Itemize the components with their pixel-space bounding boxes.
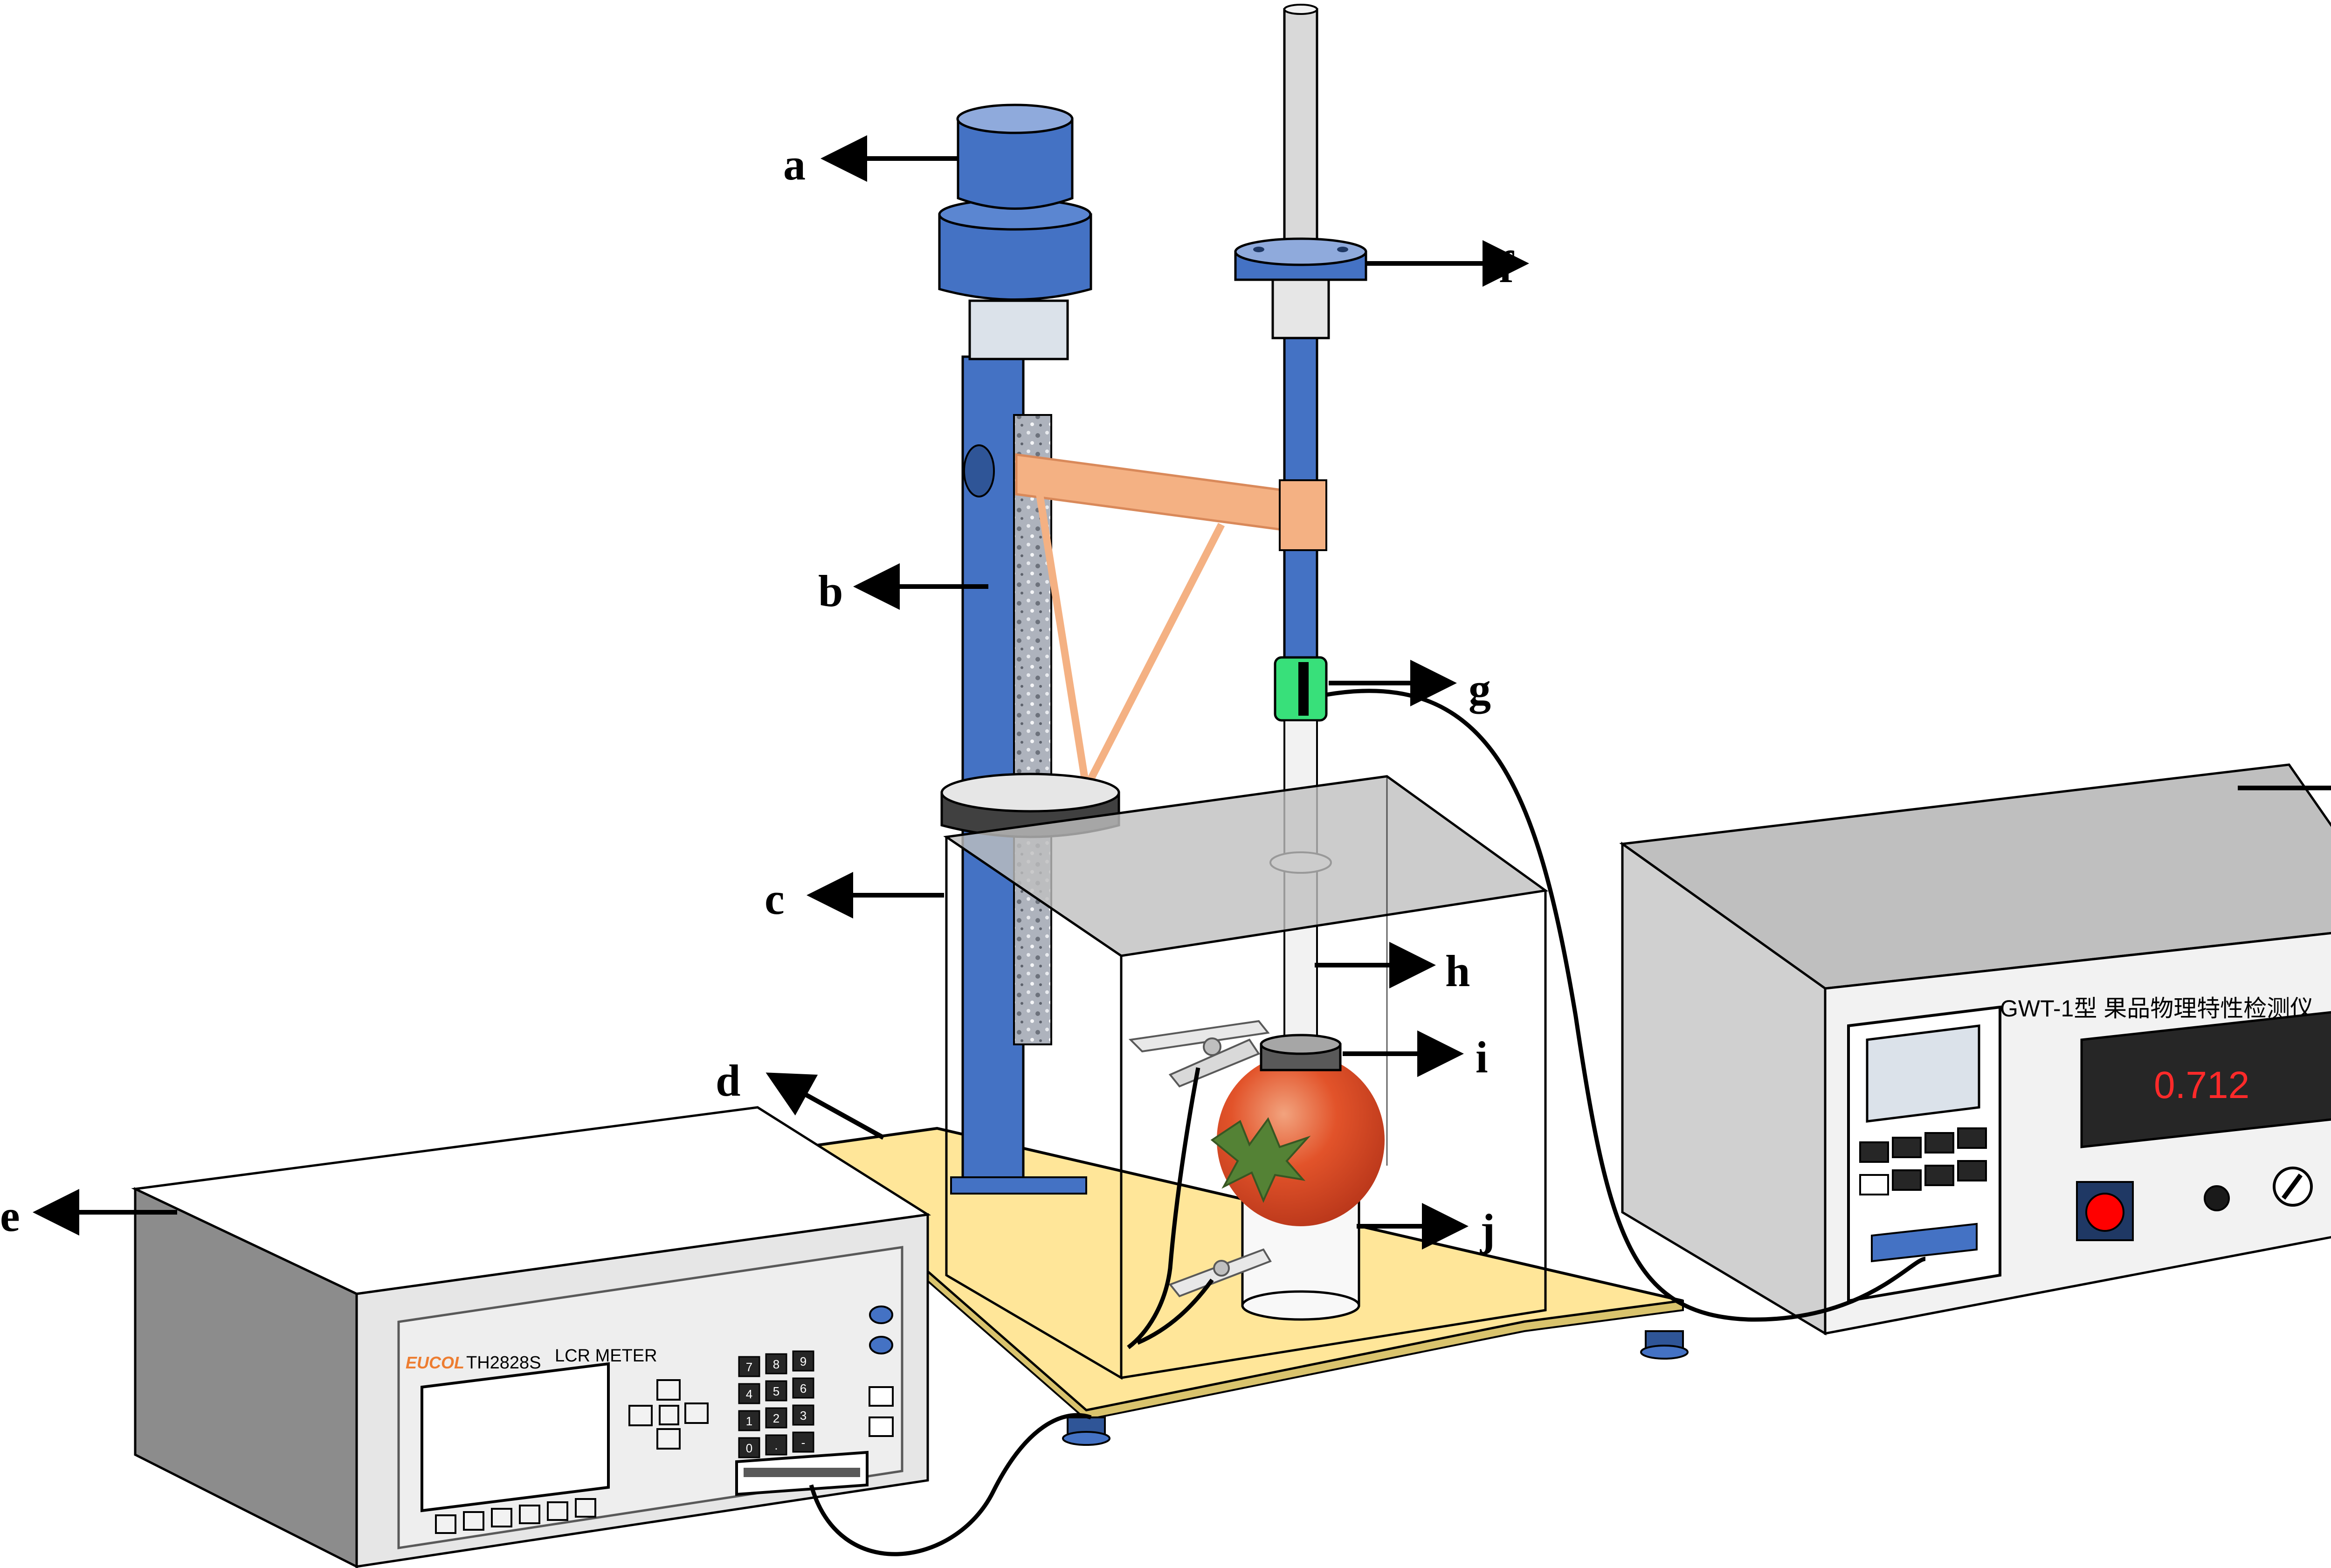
gwt-control-panel [1847, 1005, 2001, 1303]
gwt-display [2080, 1011, 2331, 1148]
force-sensor [1274, 656, 1328, 722]
sensor-cable [1326, 689, 1926, 1322]
lower-electrode-clip [1168, 1248, 1272, 1298]
label-d: d [716, 1056, 740, 1105]
lcr-keypad: 7 8 9 4 5 6 1 2 3 0. - [738, 1350, 814, 1458]
label-i: i [1476, 1032, 1488, 1082]
label-a: a [783, 139, 806, 189]
platform-foot [1062, 1416, 1110, 1446]
lcr-key-label: 2 [773, 1411, 779, 1425]
lcr-model: TH2828S [466, 1353, 541, 1373]
gwt-reading: 0.712 [2154, 1064, 2249, 1106]
lcr-side-buttons [869, 1306, 894, 1437]
lcr-key [738, 1437, 760, 1458]
label-c: c [765, 874, 785, 924]
lcr-screen [421, 1362, 610, 1513]
lcr-key-label: . [774, 1438, 778, 1452]
platform-foot [1640, 1330, 1689, 1360]
lcr-key-label: 1 [746, 1414, 752, 1428]
lcr-key [792, 1404, 814, 1426]
lcr-key [765, 1407, 787, 1429]
flange [1234, 237, 1367, 281]
lcr-key-label: 6 [800, 1381, 807, 1395]
cross-arm [1015, 453, 1297, 790]
label-arrows [33, 135, 2331, 1250]
lcr-key [765, 1353, 787, 1375]
label-e: e [0, 1191, 20, 1241]
probe-disc [1260, 1034, 1342, 1071]
lcr-key [792, 1431, 814, 1453]
motor [938, 104, 1092, 360]
lcr-softkeys [435, 1498, 596, 1534]
electrode-lead-lower [1137, 1278, 1214, 1345]
lcr-connector-port [735, 1451, 869, 1496]
lcr-key-label: 0 [746, 1441, 752, 1455]
lcr-key-label: 9 [800, 1354, 807, 1368]
lcr-key [738, 1410, 760, 1431]
lcr-key-label: 4 [746, 1387, 752, 1401]
labels: a b c d e f g h i j k [0, 139, 1514, 1255]
lcr-title: LCR METER [555, 1346, 657, 1366]
tomato-sample [1210, 1054, 1385, 1226]
gwt-title: GWT-1型 果品物理特性检测仪 [2000, 995, 2313, 1022]
label-j: j [1480, 1205, 1495, 1255]
lcr-key-label: 5 [773, 1384, 779, 1398]
lcr-key [765, 1434, 787, 1456]
lcr-nav-pad [628, 1379, 709, 1450]
lcr-key [765, 1380, 787, 1402]
lcr-key [738, 1383, 760, 1404]
lcr-key [792, 1350, 814, 1372]
lcr-key-label: 8 [773, 1357, 779, 1371]
upper-electrode-clip [1128, 1020, 1270, 1088]
lcr-key-label: 3 [800, 1409, 807, 1423]
gwt-keys [1859, 1127, 1987, 1195]
lcr-key-label: 7 [746, 1360, 752, 1374]
lcr-cable [809, 1413, 1092, 1556]
gwt-knob [2273, 1167, 2313, 1207]
transparent-enclosure [943, 775, 1549, 1380]
cables [809, 689, 1926, 1556]
label-g: g [1469, 664, 1491, 714]
probe-shaft [1271, 4, 1330, 661]
electrode-lead-upper [1127, 1067, 1200, 1349]
lcr-key [792, 1377, 814, 1399]
gwt-stop-button [2076, 1181, 2134, 1241]
gwt-instrument: GWT-1型 果品物理特性检测仪 0.712 [1619, 763, 2331, 1336]
lcr-meter: EUCOL TH2828S LCR METER 7 8 9 4 5 6 1 2 3 0. - [131, 1106, 931, 1568]
label-f: f [1499, 242, 1514, 292]
lcr-key [738, 1356, 760, 1377]
lcr-key-label: - [801, 1436, 806, 1450]
gwt-indicator [2204, 1185, 2230, 1211]
lcr-brand: EUCOL [406, 1353, 464, 1372]
label-h: h [1445, 946, 1470, 996]
label-b: b [818, 566, 843, 616]
